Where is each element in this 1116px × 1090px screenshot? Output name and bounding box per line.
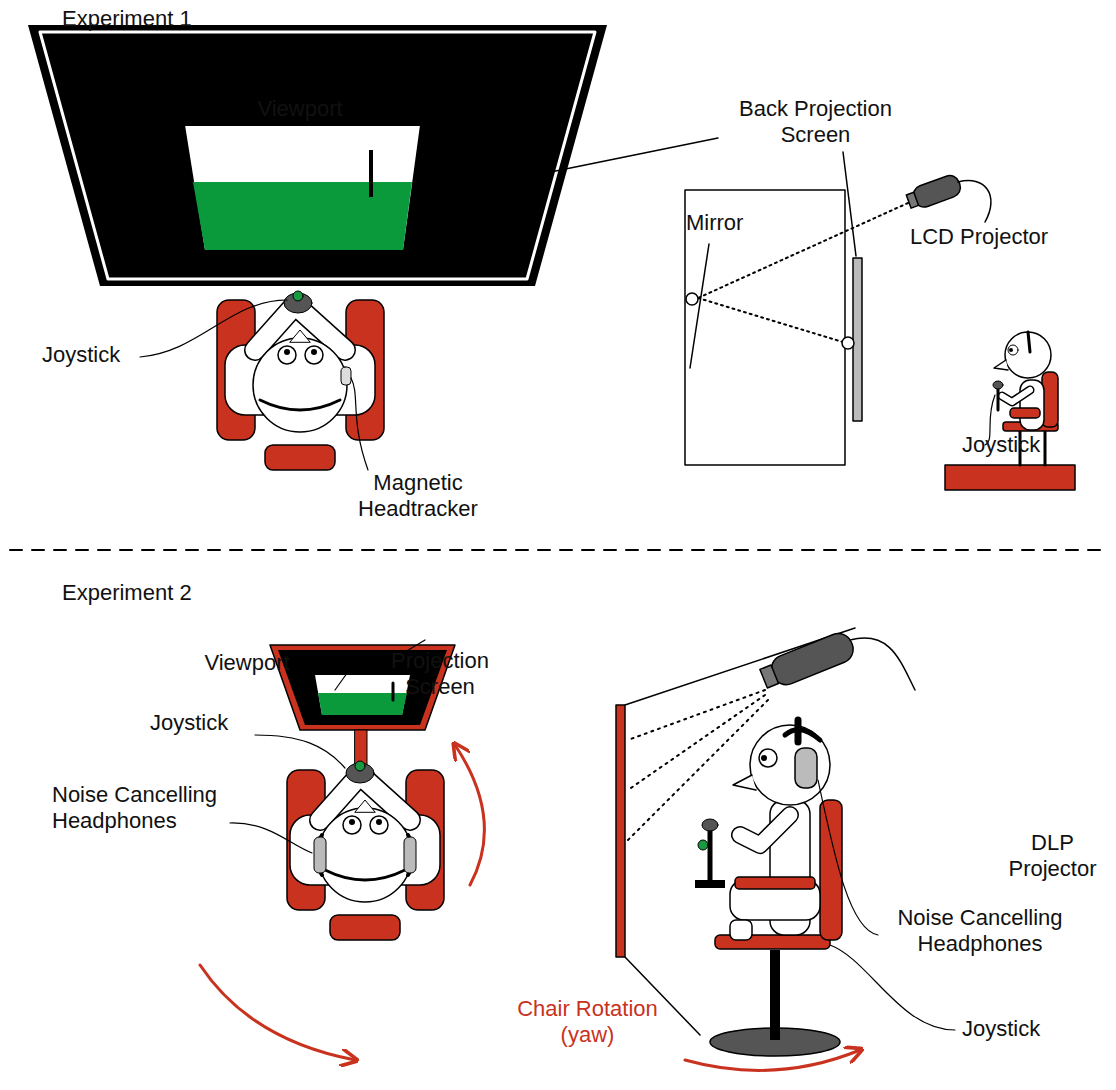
part-label: Joystick (962, 432, 1062, 458)
section-title: Experiment 2 (62, 580, 262, 606)
section-title: Experiment 1 (62, 6, 262, 32)
part-label: Noise Cancelling Headphones (880, 905, 1080, 957)
part-label: Viewport (240, 96, 360, 122)
part-label: LCD Projector (910, 224, 1080, 250)
annotation: Chair Rotation (yaw) (500, 996, 675, 1048)
part-label: Viewport (192, 650, 302, 676)
part-label: DLP Projector (1000, 830, 1105, 882)
part-label: Joystick (962, 1016, 1062, 1042)
part-label: Joystick (42, 342, 142, 368)
part-label: Mirror (686, 210, 776, 236)
part-label: Magnetic Headtracker (348, 470, 488, 522)
part-label: Noise Cancelling Headphones (52, 782, 237, 834)
part-label: Back Projection Screen (728, 96, 903, 148)
part-label: Projection Screen (375, 648, 505, 700)
part-label: Joystick (150, 710, 250, 736)
